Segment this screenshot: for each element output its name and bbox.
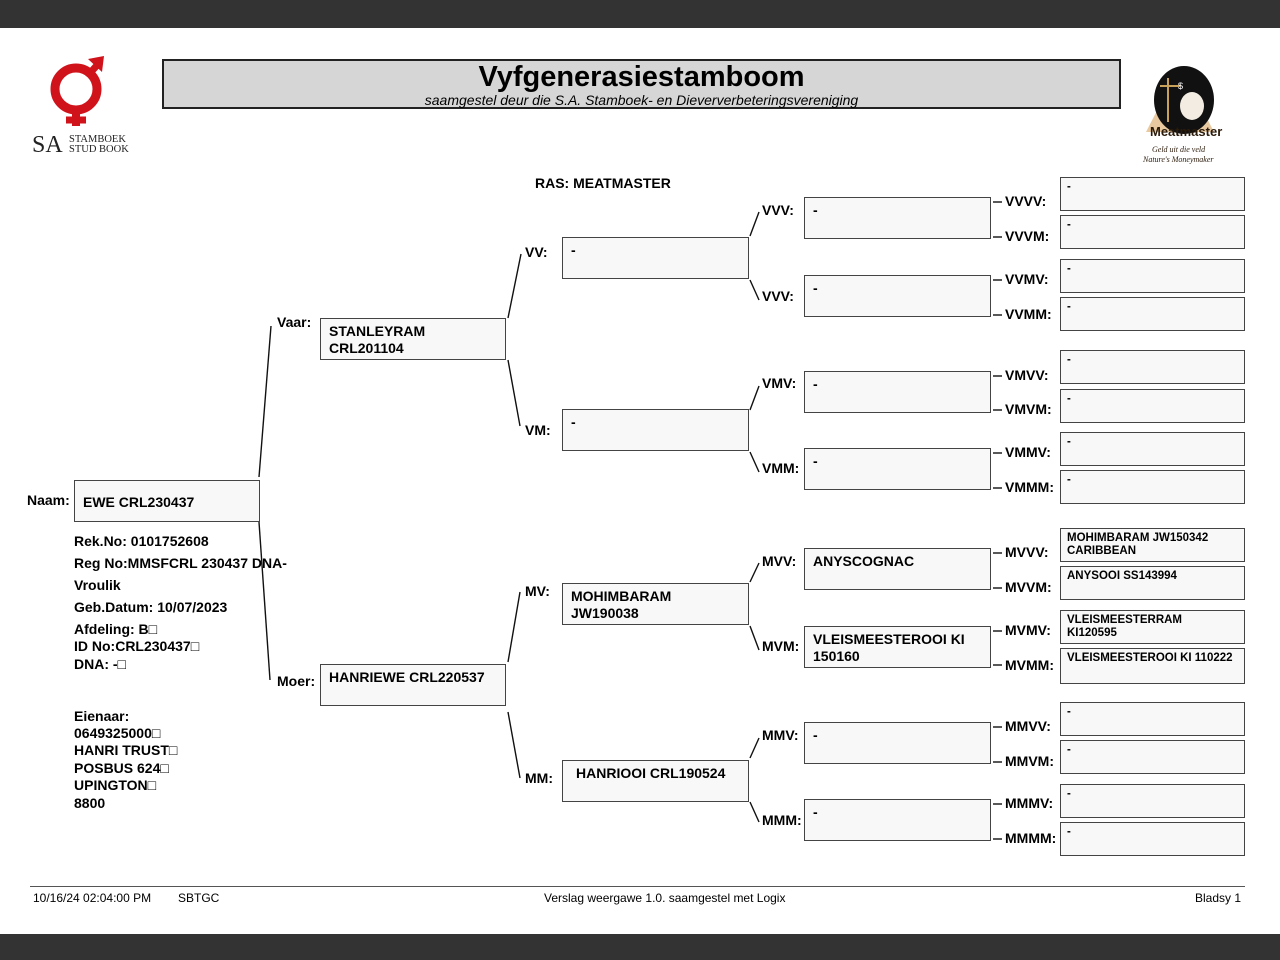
- mmvv-box: -: [1060, 702, 1245, 736]
- mvm-label: MVM:: [762, 638, 800, 654]
- mvvm-label: MVVM:: [1005, 579, 1052, 595]
- logo-brand-text: Meatmaster: [1150, 124, 1223, 139]
- mmmm-label: MMMM:: [1005, 830, 1057, 846]
- scales-sheep-logo-icon: $: [1146, 66, 1214, 134]
- owner-town: UPINGTON□: [74, 777, 157, 793]
- vvmm-label: VVMM:: [1005, 306, 1052, 322]
- animal-name-box: EWE CRL230437: [74, 480, 260, 522]
- page-title: Vyfgenerasiestamboom: [478, 61, 805, 93]
- logo-stamboek-text: STAMBOEK: [69, 134, 126, 145]
- vmvv-label: VMVV:: [1005, 367, 1049, 383]
- title-banner: Vyfgenerasiestamboom saamgestel deur die…: [162, 59, 1121, 109]
- vvvm-label: VVVM:: [1005, 228, 1050, 244]
- mvvv-label: MVVV:: [1005, 544, 1049, 560]
- afdeling: Afdeling: B□: [74, 621, 158, 637]
- mmm-box: -: [804, 799, 991, 841]
- vm-box: -: [562, 409, 749, 451]
- sex: Vroulik: [74, 577, 121, 593]
- owner-heading: Eienaar:: [74, 708, 130, 724]
- reg-no: Reg No:MMSFCRL 230437 DNA-: [74, 555, 287, 571]
- mmmv-label: MMMV:: [1005, 795, 1054, 811]
- mmvm-label: MMVM:: [1005, 753, 1054, 769]
- vm-label: VM:: [525, 422, 551, 438]
- vvvm-box: -: [1060, 215, 1245, 249]
- sa-studbook-logo: SA STAMBOEK STUD BOOK: [30, 56, 134, 160]
- meatmaster-logo: $ Meatmaster Geld uit die veld Nature's …: [1140, 60, 1223, 168]
- breed-label: RAS: MEATMASTER: [535, 175, 671, 191]
- animal-name: EWE CRL230437: [83, 494, 195, 510]
- viewer-top-bar: [0, 0, 1280, 28]
- mv-box: MOHIMBARAM JW190038: [562, 583, 749, 625]
- mmmv-box: -: [1060, 784, 1245, 818]
- vmmv-box: -: [1060, 432, 1245, 466]
- vmm-box: -: [804, 448, 991, 490]
- mvv-box: ANYSCOGNAC: [804, 548, 991, 590]
- vv-label: VV:: [525, 244, 548, 260]
- mm-label: MM:: [525, 770, 553, 786]
- owner-name: HANRI TRUST□: [74, 742, 178, 758]
- vmvv-box: -: [1060, 350, 1245, 384]
- mvvm-box: ANYSOOI SS143994: [1060, 566, 1245, 600]
- vaar-box: STANLEYRAM CRL201104: [320, 318, 506, 360]
- vvv-box: -: [804, 197, 991, 239]
- svg-text:$: $: [1178, 81, 1183, 91]
- logo-studbook-text: STUD BOOK: [69, 144, 129, 155]
- mvvv-box: MOHIMBARAM JW150342 CARIBBEAN: [1060, 528, 1245, 562]
- footer-page: Bladsy 1: [1195, 891, 1242, 905]
- mmv-label: MMV:: [762, 727, 799, 743]
- logo-tagline-2: Nature's Moneymaker: [1143, 155, 1214, 164]
- footer-code: SBTGC: [178, 891, 220, 905]
- moer-label: Moer:: [277, 673, 316, 689]
- dna: DNA: -□: [74, 656, 127, 672]
- owner-postcode: 8800: [74, 795, 106, 811]
- owner-number: 0649325000□: [74, 725, 161, 741]
- mv-label: MV:: [525, 583, 550, 599]
- logo-tagline-1: Geld uit die veld: [1152, 145, 1206, 154]
- birth-date: Geb.Datum: 10/07/2023: [74, 599, 228, 615]
- footer-rule: [30, 886, 1245, 887]
- gender-symbol-logo-icon: [50, 56, 104, 126]
- footer-version: Verslag weergawe 1.0. saamgestel met Log…: [544, 891, 786, 905]
- vmv-label: VMV:: [762, 375, 797, 391]
- vvm-label: VVV:: [762, 288, 794, 304]
- vvmv-label: VVMV:: [1005, 271, 1049, 287]
- vmvm-label: VMVM:: [1005, 401, 1052, 417]
- vvmv-box: -: [1060, 259, 1245, 293]
- vv-box: -: [562, 237, 749, 279]
- rek-no: Rek.No: 0101752608: [74, 533, 209, 549]
- moer-box: HANRIEWE CRL220537: [320, 664, 506, 706]
- mmvv-label: MMVV:: [1005, 718, 1051, 734]
- page-subtitle: saamgestel deur die S.A. Stamboek- en Di…: [424, 92, 859, 108]
- vmmm-box: -: [1060, 470, 1245, 504]
- mvmv-label: MVMV:: [1005, 622, 1051, 638]
- mmv-box: -: [804, 722, 991, 764]
- vvvv-label: VVVV:: [1005, 193, 1047, 209]
- vmv-box: -: [804, 371, 991, 413]
- mmmm-box: -: [1060, 822, 1245, 856]
- mvmm-label: MVMM:: [1005, 657, 1054, 673]
- id-no: ID No:CRL230437□: [74, 638, 200, 654]
- viewer-bottom-bar: [0, 934, 1280, 960]
- mvv-label: MVV:: [762, 553, 797, 569]
- owner-postbox: POSBUS 624□: [74, 760, 169, 776]
- mm-box: HANRIOOI CRL190524: [562, 760, 749, 802]
- vvmm-box: -: [1060, 297, 1245, 331]
- mvm-box: VLEISMEESTEROOI KI 150160: [804, 626, 991, 668]
- vaar-label: Vaar:: [277, 314, 312, 330]
- logo-sa-text: SA: [32, 132, 63, 158]
- vmm-label: VMM:: [762, 460, 800, 476]
- footer-datetime: 10/16/24 02:04:00 PM: [33, 891, 152, 905]
- mmvm-box: -: [1060, 740, 1245, 774]
- vvvv-box: -: [1060, 177, 1245, 211]
- mmm-label: MMM:: [762, 812, 802, 828]
- vmmv-label: VMMV:: [1005, 444, 1051, 460]
- vvm-box: -: [804, 275, 991, 317]
- mvmm-box: VLEISMEESTEROOI KI 110222: [1060, 648, 1245, 684]
- vvv-label: VVV:: [762, 202, 794, 218]
- naam-label: Naam:: [27, 492, 70, 508]
- mvmv-box: VLEISMEESTERRAM KI120595: [1060, 610, 1245, 644]
- vmvm-box: -: [1060, 389, 1245, 423]
- vmmm-label: VMMM:: [1005, 479, 1054, 495]
